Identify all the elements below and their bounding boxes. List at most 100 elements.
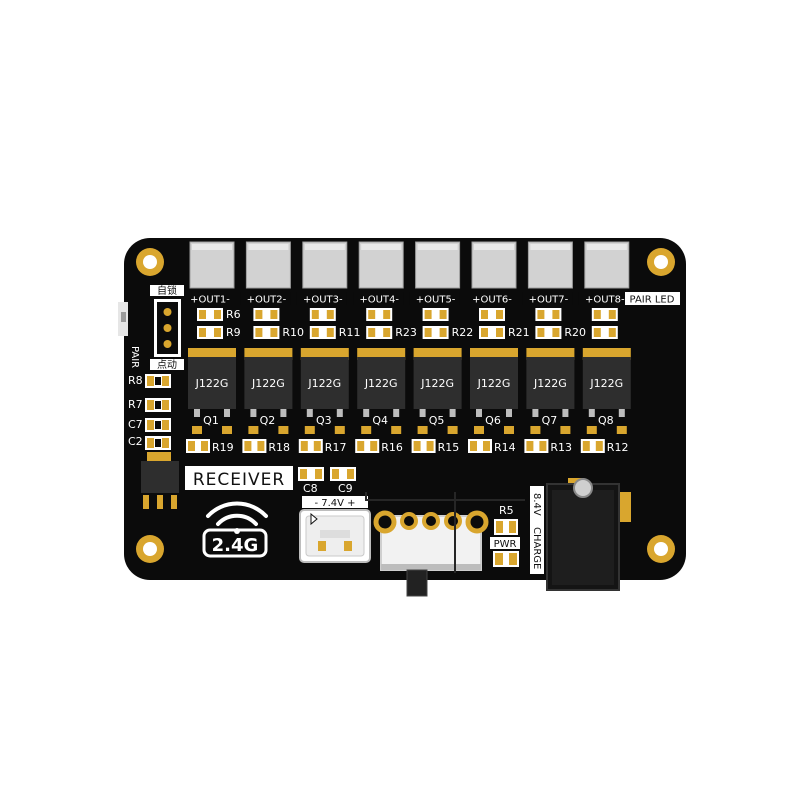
r8-resistor xyxy=(145,374,171,388)
voltage-regulator xyxy=(141,452,179,509)
channel-led xyxy=(591,326,618,339)
r-bot-label: R18 xyxy=(268,441,290,454)
q-label: Q3 xyxy=(316,414,332,427)
channel-led xyxy=(197,326,223,339)
q-pad xyxy=(560,426,571,434)
chip-marking: J122G xyxy=(307,377,341,390)
pair-switch-knob[interactable] xyxy=(121,312,126,322)
led-resistor xyxy=(197,308,223,321)
q-label: Q8 xyxy=(598,414,614,427)
gate-resistor xyxy=(242,439,267,453)
q-pad xyxy=(530,426,541,434)
battery-label-bg xyxy=(302,496,368,508)
wireless-badge-frame xyxy=(202,528,268,558)
switch-mode-latch-label: 自锁 xyxy=(157,284,177,297)
led-resistor xyxy=(309,308,336,321)
chip-marking: J122G xyxy=(533,377,567,390)
output-connector-lip xyxy=(361,244,402,250)
chip-marking: J122G xyxy=(420,377,454,390)
c8-capacitor xyxy=(298,467,324,481)
q-label: Q5 xyxy=(429,414,445,427)
out-label-bg xyxy=(578,292,629,305)
chip-marking: J122G xyxy=(589,377,623,390)
q-pad xyxy=(192,426,202,434)
r-mid-label: R21 xyxy=(508,326,530,339)
out-label-bg xyxy=(522,292,573,305)
pwr-led xyxy=(493,551,519,567)
q-pad xyxy=(616,426,627,434)
charge-label: CHARGE xyxy=(531,527,542,569)
q-pad xyxy=(504,426,514,434)
q-pad xyxy=(417,426,428,434)
pair-led-label: PAIR LED xyxy=(630,295,675,306)
q-pad xyxy=(447,426,458,434)
pin-header-pin-1 xyxy=(163,308,172,316)
chip-marking: J122G xyxy=(477,377,511,390)
out-label-bg xyxy=(353,292,404,305)
c9-label: C9 xyxy=(338,482,353,495)
pwr-label: PWR xyxy=(494,539,517,550)
wireless-badge-label: 2.4G xyxy=(212,535,259,556)
q-label: Q6 xyxy=(485,414,501,427)
output-connector-lip xyxy=(192,244,232,250)
mount-hole-bottom-left xyxy=(136,535,164,563)
q-pad xyxy=(222,426,232,434)
out-label: +OUT7- xyxy=(529,295,569,306)
r-mid-label: R11 xyxy=(339,326,361,339)
c8-label: C8 xyxy=(303,482,318,495)
chip-marking: J122G xyxy=(195,377,229,390)
r-bot-label: R17 xyxy=(325,441,347,454)
out-label: +OUT5- xyxy=(416,295,456,306)
out-label: +OUT6- xyxy=(472,295,512,306)
pin-header-pin-2 xyxy=(163,324,172,332)
c9-capacitor xyxy=(330,467,356,481)
out-label: +OUT8- xyxy=(585,295,625,306)
out-label: +OUT2- xyxy=(247,295,287,306)
channel-led xyxy=(309,326,336,339)
output-connector-lip xyxy=(417,244,458,250)
r-mid-label: R22 xyxy=(452,326,474,339)
lock-label-bg xyxy=(150,285,184,296)
output-connector-lip xyxy=(474,244,514,250)
out-label: +OUT1- xyxy=(190,295,230,306)
power-slide-switch[interactable] xyxy=(373,510,489,597)
transistor xyxy=(300,348,349,417)
out-label-bg xyxy=(466,292,516,305)
channel-led xyxy=(535,326,562,339)
channel-led xyxy=(253,326,280,339)
transistor xyxy=(413,348,462,417)
chip-marking: J122G xyxy=(251,377,285,390)
gate-resistor xyxy=(355,439,380,453)
output-connector-lip xyxy=(530,244,571,250)
r-bot-label: R14 xyxy=(494,441,516,454)
transistor xyxy=(526,348,575,417)
q-pad xyxy=(361,426,372,434)
led-resistor xyxy=(591,308,618,321)
channel-led xyxy=(366,326,393,339)
chip-marking: J122G xyxy=(364,377,398,390)
led-resistor xyxy=(253,308,280,321)
q-pad xyxy=(278,426,289,434)
transistor xyxy=(357,348,406,417)
r5-label: R5 xyxy=(499,504,514,517)
out-label: +OUT3- xyxy=(303,295,343,306)
charge-voltage-label: 8.4V xyxy=(531,493,542,516)
receiver-title: RECEIVER xyxy=(193,470,285,490)
r-mid-label: R10 xyxy=(282,326,304,339)
led-resistor xyxy=(366,308,393,321)
r-top-label: R6 xyxy=(226,308,241,321)
dc-charge-jack[interactable] xyxy=(546,478,631,591)
gate-resistor xyxy=(298,439,323,453)
output-connector-lip xyxy=(586,244,627,250)
pin-header-pin-3 xyxy=(163,340,172,348)
channel-led xyxy=(422,326,449,339)
r-bot-label: R16 xyxy=(381,441,403,454)
q-pad xyxy=(586,426,597,434)
momentary-label-bg xyxy=(150,359,184,370)
battery-connector[interactable] xyxy=(299,509,371,563)
receiver-title-bg xyxy=(185,466,293,490)
